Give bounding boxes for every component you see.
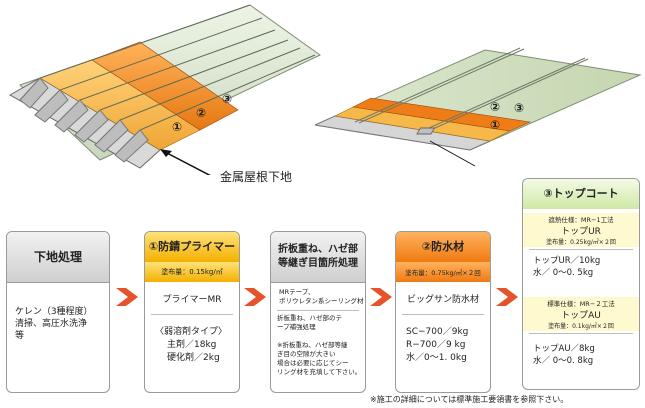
step-material: プライマーMR: [162, 294, 222, 305]
spec-product: トップUR: [523, 224, 639, 237]
step-body-line: 硬化剤／2kg: [167, 353, 220, 363]
marker-1-left: ①: [172, 120, 183, 134]
step-body-line: ※折板重ね、ハゼ部等継: [277, 341, 348, 349]
step-amount: 塗布量：0.75kg/㎡×２回: [396, 262, 490, 282]
arrow-right-icon: [244, 288, 266, 306]
step-title: ③トップコート: [523, 179, 639, 209]
step-body-line: ケレン（3種程度）: [15, 307, 93, 317]
arrow-right-icon: [496, 288, 518, 306]
footnote: ※施工の詳細については標準施工要領書を参照下さい。: [370, 395, 569, 404]
marker-2-left: ②: [196, 106, 207, 120]
step-title-line: 等継ぎ目箇所処理: [278, 258, 358, 269]
marker-1-right: ①: [490, 118, 501, 132]
spec-product: トップAU: [523, 308, 639, 321]
step-title: ①防錆プライマー: [145, 232, 239, 262]
step-amount: 塗布量：0.15kg/㎡: [145, 262, 239, 282]
step-title: ②防水材: [396, 232, 490, 262]
step-body-line: 主剤／18kg: [167, 340, 217, 350]
step-body-line: 等: [15, 331, 25, 341]
step-body-line: R−700／9 kg: [406, 340, 466, 350]
spec-body-line: トップUR／10kg: [533, 256, 601, 266]
step-material-line: ポリウレタン系シーリング材: [279, 297, 364, 305]
spec-amount: 塗布量：0.1kg/㎡×２回: [523, 320, 639, 331]
spec-amount: 塗布量：0.25kg/㎡×２回: [523, 236, 639, 247]
step-surface-prep: 下地処理 ケレン（3種程度） 清掃、高圧水洗浄 等: [6, 231, 110, 393]
spec-body-line: トップAU／8kg: [533, 344, 595, 354]
step-title-line: 折板重ね、ハゼ部: [278, 244, 358, 255]
step-body-line: 場合は必要に応じてシー: [277, 359, 349, 367]
step-body-line: リング材を充填して下さい。: [277, 368, 362, 376]
step-body-line: ぎ目の空隙が大きい: [277, 350, 336, 358]
step-body-line: 折板重ね、ハゼ部のテ: [277, 314, 342, 322]
step-body-line: ープ補強処理: [277, 323, 316, 331]
arrow-right-icon: [370, 288, 392, 306]
marker-3-right: ③: [514, 101, 525, 115]
spec-name: 遮熱仕様：MR−1工法: [523, 213, 639, 224]
callout-label: 金属屋根下地: [220, 170, 293, 184]
spec-body-line: 水／ 0〜0. 8kg: [533, 356, 594, 366]
step-material-line: MRテープ、: [279, 288, 315, 296]
step-title: 下地処理: [7, 232, 109, 282]
step-joint-treatment: 折板重ね、ハゼ部 等継ぎ目箇所処理 MRテープ、 ポリウレタン系シーリング材 折…: [270, 231, 366, 393]
marker-2-right: ②: [490, 100, 501, 114]
corrugated-roof-illustration: [8, 4, 321, 175]
step-body-line: SC−700／9kg: [406, 327, 469, 337]
arrow-right-icon: [116, 288, 138, 306]
step-material: ビッグサン防水材: [406, 294, 479, 305]
step-topcoat: ③トップコート 遮熱仕様：MR−1工法 トップUR 塗布量：0.25kg/㎡×２…: [522, 178, 640, 390]
step-body-line: 水／0〜1. 0kg: [406, 353, 467, 363]
step-body-line: 〈弱溶剤タイプ〉: [155, 327, 228, 337]
marker-3-left: ③: [222, 92, 233, 106]
spec-name: 標準仕様：MR−２工法: [523, 297, 639, 308]
step-primer: ①防錆プライマー 塗布量：0.15kg/㎡ プライマーMR 〈弱溶剤タイプ〉 主…: [144, 231, 240, 393]
flat-roof-illustration: [315, 47, 642, 167]
step-title: 折板重ね、ハゼ部 等継ぎ目箇所処理: [271, 232, 365, 282]
step-waterproofing: ②防水材 塗布量：0.75kg/㎡×２回 ビッグサン防水材 SC−700／9kg…: [395, 231, 491, 393]
step-body-line: 清掃、高圧水洗浄: [15, 319, 88, 329]
spec-body-line: 水／ 0〜0. 5kg: [533, 268, 594, 278]
